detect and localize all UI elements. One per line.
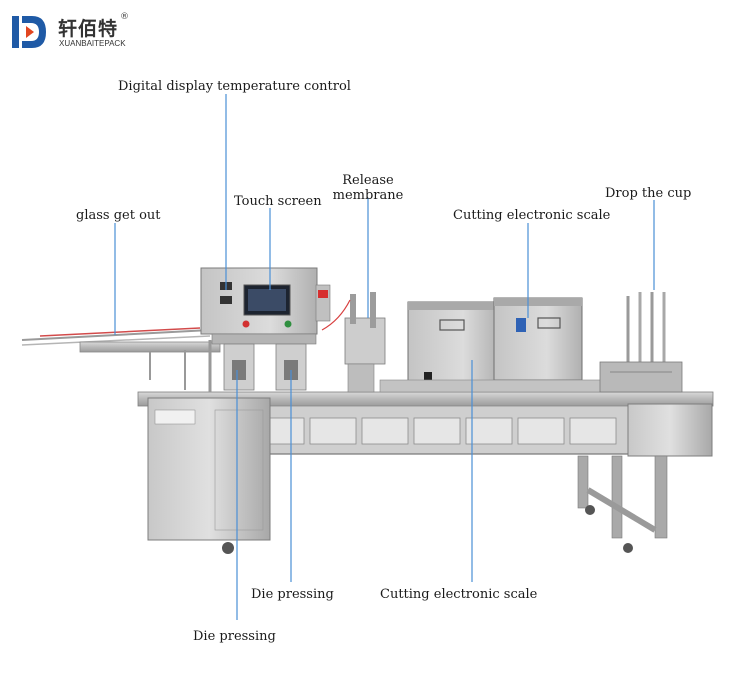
release-membrane-unit bbox=[321, 292, 386, 393]
logo-chinese-name: 轩佰特 bbox=[58, 18, 119, 40]
label-die-pressing-2: Die pressing bbox=[193, 629, 276, 644]
output-conveyor bbox=[21, 327, 221, 390]
label-touch-screen: Touch screen bbox=[234, 194, 322, 209]
cup-dropper bbox=[599, 292, 683, 393]
control-box bbox=[200, 267, 331, 335]
logo-english-name: XUANBAITEPACK bbox=[59, 39, 126, 48]
registered-mark: ® bbox=[120, 12, 129, 22]
xuanbaite-logo-icon bbox=[12, 16, 46, 48]
main-frame bbox=[137, 391, 714, 554]
label-temp-control: Digital display temperature control bbox=[118, 79, 351, 94]
label-drop-cup: Drop the cup bbox=[605, 186, 692, 201]
label-die-pressing-1: Die pressing bbox=[251, 587, 334, 602]
label-release-membrane-line1: Release bbox=[342, 173, 394, 188]
label-release-membrane-line2: membrane bbox=[332, 188, 404, 203]
pressing-stations bbox=[208, 333, 317, 392]
label-cutting-scale-bottom: Cutting electronic scale bbox=[380, 587, 538, 602]
label-cutting-scale-top: Cutting electronic scale bbox=[453, 208, 611, 223]
label-glass-get-out: glass get out bbox=[76, 208, 161, 223]
scale-box-right bbox=[493, 297, 583, 381]
leader-lines bbox=[114, 94, 655, 620]
label-release-membrane: Release membrane bbox=[332, 173, 404, 203]
scale-box-left bbox=[407, 301, 501, 383]
